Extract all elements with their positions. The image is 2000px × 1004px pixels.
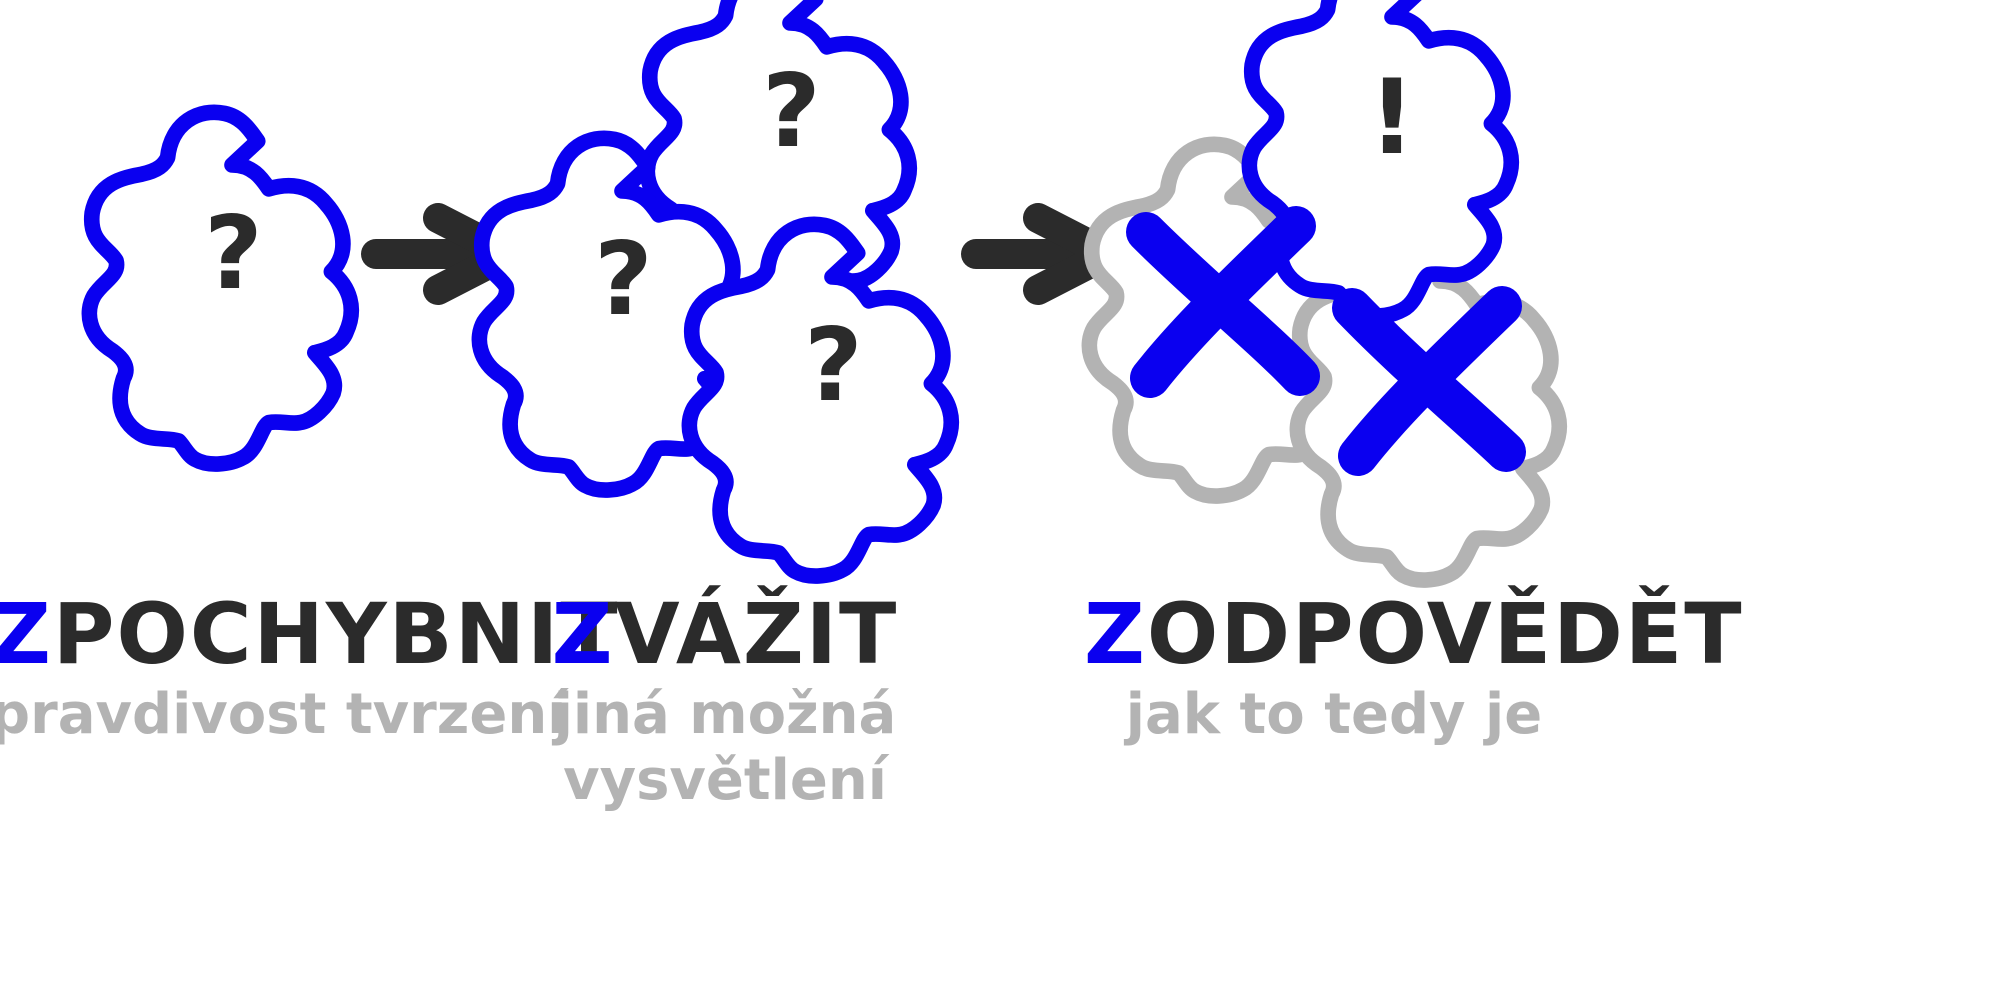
thought-cloud-icon: ¿ [647, 0, 909, 322]
thought-cloud-icon: ¿ [89, 112, 351, 464]
step-3-subtitle-line: jak to tedy je [1125, 682, 1543, 747]
step-3-clouds: ! [1089, 0, 1559, 580]
thought-cloud-icon: ¿ [479, 138, 741, 490]
step-3-label: ZODPOVĚDĚT jak to tedy je [1084, 585, 1742, 748]
step-2-subtitle: jiná možná vysvětlení [545, 682, 905, 814]
step-2-heading-rest: VÁŽIT [614, 585, 899, 683]
question-mark: ¿ [804, 321, 863, 439]
step-1-label: ZPOCHYBNIT pravdivost tvrzení [0, 585, 618, 748]
thought-cloud-icon: ¿ [689, 224, 951, 576]
step-2-label: ZVÁŽIT jiná možná vysvětlení [545, 586, 905, 814]
step-1-subtitle: pravdivost tvrzení [0, 682, 567, 748]
step-2-subtitle-line-1: jiná možná [553, 682, 897, 747]
step-1-heading: ZPOCHYBNIT [0, 585, 618, 683]
step-2-initial: Z [551, 585, 615, 683]
step-2-subtitle-line-2: vysvětlení [563, 748, 887, 813]
step-1-clouds: ¿ [89, 112, 351, 464]
question-mark: ¿ [204, 209, 263, 327]
step-1-subtitle-line: pravdivost tvrzení [0, 682, 567, 747]
step-1-initial: Z [0, 585, 53, 683]
question-mark: ¿ [762, 67, 821, 185]
step-2-heading: ZVÁŽIT [545, 586, 905, 682]
exclamation-mark: ! [1369, 58, 1416, 178]
step-3-subtitle: jak to tedy je [1084, 682, 1584, 748]
step-3-heading-rest: ODPOVĚDĚT [1146, 585, 1744, 683]
step-2-clouds: ¿ ¿ ¿ [479, 0, 951, 576]
step-1-heading-rest: POCHYBNIT [52, 585, 620, 683]
cross-mark-icon [1332, 286, 1526, 476]
cross-mark-icon [1126, 206, 1320, 398]
step-3-heading: ZODPOVĚDĚT [1084, 585, 1742, 683]
question-mark: ¿ [594, 235, 653, 353]
answer-cloud-icon: ! [1249, 0, 1511, 316]
step-3-initial: Z [1084, 585, 1147, 683]
